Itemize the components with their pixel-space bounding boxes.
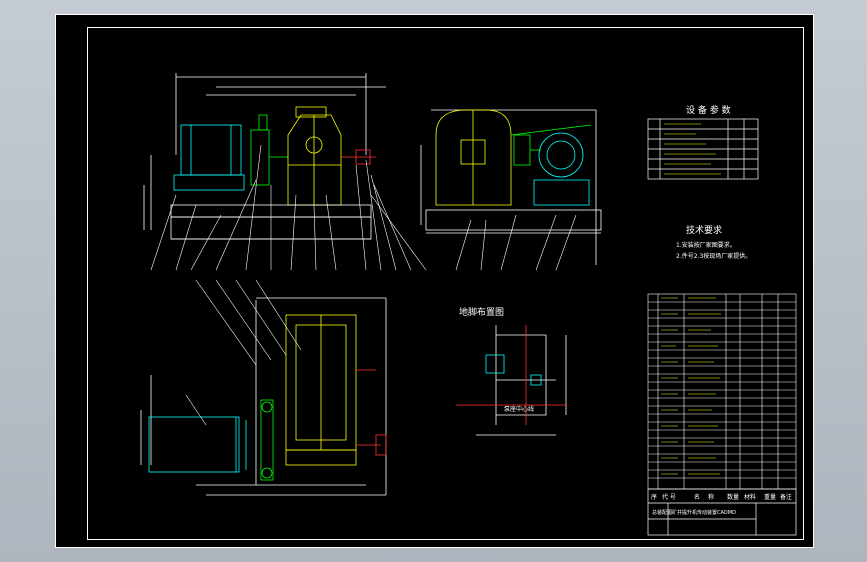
drawing-sheet: 设 备 参 数 技术要求 1.安装按厂家图要求。 2.件号2.3按现场厂家提供。… (55, 14, 814, 548)
foundation-layout-heading: 地脚布置图 (459, 306, 504, 318)
title-block (647, 488, 797, 536)
tech-requirement-item-1: 1.安装按厂家图要求。 (676, 241, 736, 249)
header-weight: 重量 (764, 493, 776, 501)
title-block-name: 总装配图 (652, 509, 672, 516)
plan-view (140, 279, 387, 496)
front-view (143, 73, 427, 271)
header-seq: 序 (651, 493, 657, 501)
parts-list-table (647, 293, 797, 490)
header-notes: 备注 (780, 493, 792, 501)
header-material: 材料 (744, 493, 756, 501)
header-name: 名 (694, 493, 700, 501)
foundation-layout (456, 325, 567, 436)
title-block-drawing-title: 矿井提升机传动装置CADMD (672, 509, 736, 516)
equipment-params-heading: 设 备 参 数 (686, 104, 731, 116)
title-block-header-row: 序 代 号 名 称 数量 材料 重量 备注 (651, 493, 792, 501)
header-code: 代 号 (662, 493, 676, 501)
side-view (420, 109, 602, 271)
header-title: 称 (708, 493, 714, 501)
tech-requirements-heading: 技术要求 (686, 224, 722, 236)
header-qty: 数量 (727, 493, 739, 501)
equipment-params-table (647, 118, 759, 180)
drawing-frame (87, 27, 804, 540)
foundation-center-label: 泵座中心线 (504, 405, 534, 413)
cad-drawing-canvas: 设 备 参 数 技术要求 1.安装按厂家图要求。 2.件号2.3按现场厂家提供。… (140, 73, 797, 536)
tech-requirement-item-2: 2.件号2.3按现场厂家提供。 (676, 252, 751, 260)
